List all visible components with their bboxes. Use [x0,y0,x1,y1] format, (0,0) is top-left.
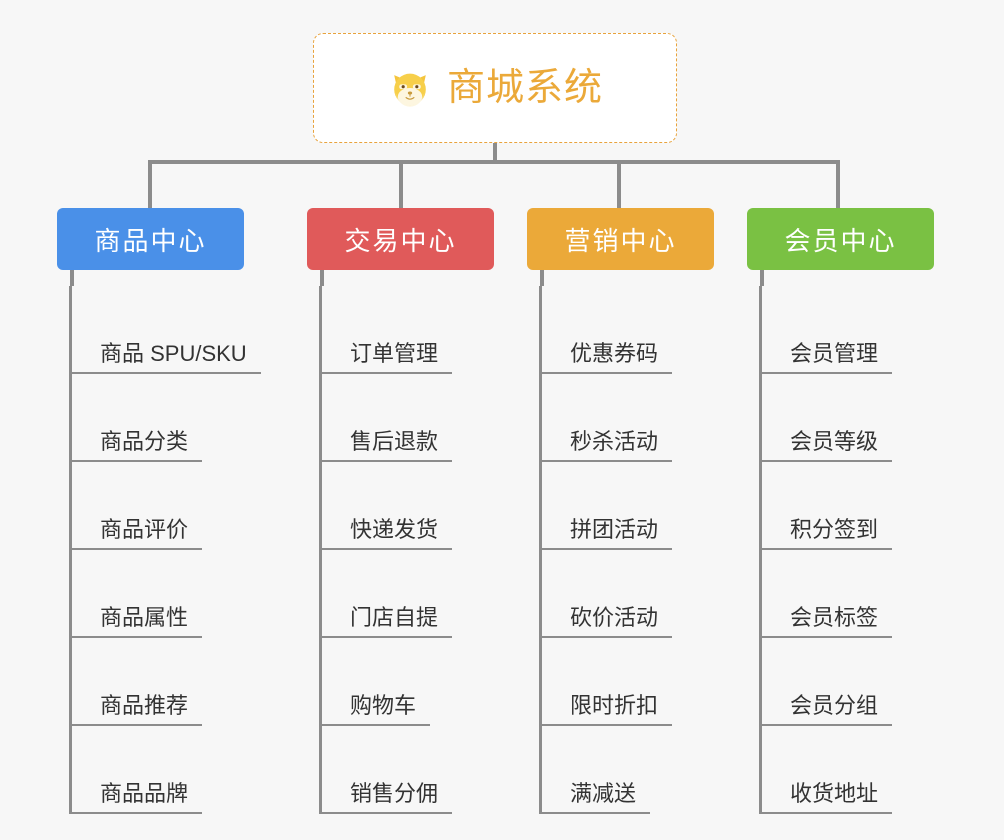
list-item-label: 限时折扣 [542,693,673,726]
list-item[interactable]: 订单管理 [322,286,527,374]
list-item-label: 商品推荐 [72,693,203,726]
list-item-label: 门店自提 [322,605,453,638]
list-item-label: 商品 SPU/SKU [72,341,261,374]
list-item-label: 优惠券码 [542,341,673,374]
list-item-label: 拼团活动 [542,517,673,550]
list-item-label: 商品评价 [72,517,203,550]
branch-column-1: 商品中心 商品 SPU/SKU 商品分类 商品评价 商品属性 商品推荐 商品品牌 [57,208,307,814]
list-item[interactable]: 销售分佣 [322,726,527,814]
branch-items-3: 优惠券码 秒杀活动 拼团活动 砍价活动 限时折扣 满减送 [539,286,747,814]
list-item-label: 会员等级 [762,429,893,462]
list-item[interactable]: 砍价活动 [542,550,747,638]
list-item[interactable]: 商品推荐 [72,638,307,726]
root-node[interactable]: 商城系统 [313,33,677,143]
list-item-label: 商品属性 [72,605,203,638]
list-item-label: 砍价活动 [542,605,673,638]
shiba-dog-icon [394,73,426,107]
branch-header-3[interactable]: 营销中心 [527,208,714,270]
connector-stub-4 [760,270,764,286]
connector-root-vertical [493,143,497,164]
list-item[interactable]: 满减送 [542,726,747,814]
list-item-label: 快递发货 [322,517,453,550]
branch-column-4: 会员中心 会员管理 会员等级 积分签到 会员标签 会员分组 收货地址 [747,208,967,814]
list-item[interactable]: 秒杀活动 [542,374,747,462]
list-item-label: 满减送 [542,781,651,814]
list-item-label: 会员分组 [762,693,893,726]
list-item-label: 商品分类 [72,429,203,462]
list-item[interactable]: 会员等级 [762,374,967,462]
list-item[interactable]: 会员分组 [762,638,967,726]
list-item[interactable]: 售后退款 [322,374,527,462]
connector-drop-2 [399,160,403,208]
list-item[interactable]: 商品分类 [72,374,307,462]
list-item[interactable]: 商品品牌 [72,726,307,814]
list-item[interactable]: 优惠券码 [542,286,747,374]
list-item-label: 收货地址 [762,781,893,814]
list-item-label: 会员标签 [762,605,893,638]
connector-drop-1 [148,160,152,208]
connector-stub-2 [320,270,324,286]
connector-stub-1 [70,270,74,286]
branch-items-1: 商品 SPU/SKU 商品分类 商品评价 商品属性 商品推荐 商品品牌 [69,286,307,814]
list-item-label: 秒杀活动 [542,429,673,462]
connector-drop-4 [836,160,840,208]
list-item[interactable]: 积分签到 [762,462,967,550]
root-title: 商城系统 [446,67,603,109]
branch-items-2: 订单管理 售后退款 快递发货 门店自提 购物车 销售分佣 [319,286,527,814]
list-item[interactable]: 会员管理 [762,286,967,374]
list-item[interactable]: 快递发货 [322,462,527,550]
connector-drop-3 [617,160,621,208]
list-item[interactable]: 限时折扣 [542,638,747,726]
list-item-label: 售后退款 [322,429,453,462]
branch-header-2[interactable]: 交易中心 [307,208,494,270]
branch-column-3: 营销中心 优惠券码 秒杀活动 拼团活动 砍价活动 限时折扣 满减送 [527,208,747,814]
list-item[interactable]: 拼团活动 [542,462,747,550]
connector-horizontal-bus [148,160,840,164]
list-item-label: 销售分佣 [322,781,453,814]
list-item-label: 会员管理 [762,341,893,374]
list-item-label: 积分签到 [762,517,893,550]
list-item[interactable]: 会员标签 [762,550,967,638]
list-item[interactable]: 商品评价 [72,462,307,550]
list-item-label: 商品品牌 [72,781,203,814]
list-item[interactable]: 商品属性 [72,550,307,638]
list-item[interactable]: 收货地址 [762,726,967,814]
branch-column-2: 交易中心 订单管理 售后退款 快递发货 门店自提 购物车 销售分佣 [307,208,527,814]
list-item-label: 购物车 [322,693,431,726]
branch-header-1[interactable]: 商品中心 [57,208,244,270]
list-item[interactable]: 购物车 [322,638,527,726]
branch-header-4[interactable]: 会员中心 [747,208,934,270]
connector-stub-3 [540,270,544,286]
list-item-label: 订单管理 [322,341,453,374]
list-item[interactable]: 门店自提 [322,550,527,638]
branch-items-4: 会员管理 会员等级 积分签到 会员标签 会员分组 收货地址 [759,286,967,814]
list-item[interactable]: 商品 SPU/SKU [72,286,307,374]
